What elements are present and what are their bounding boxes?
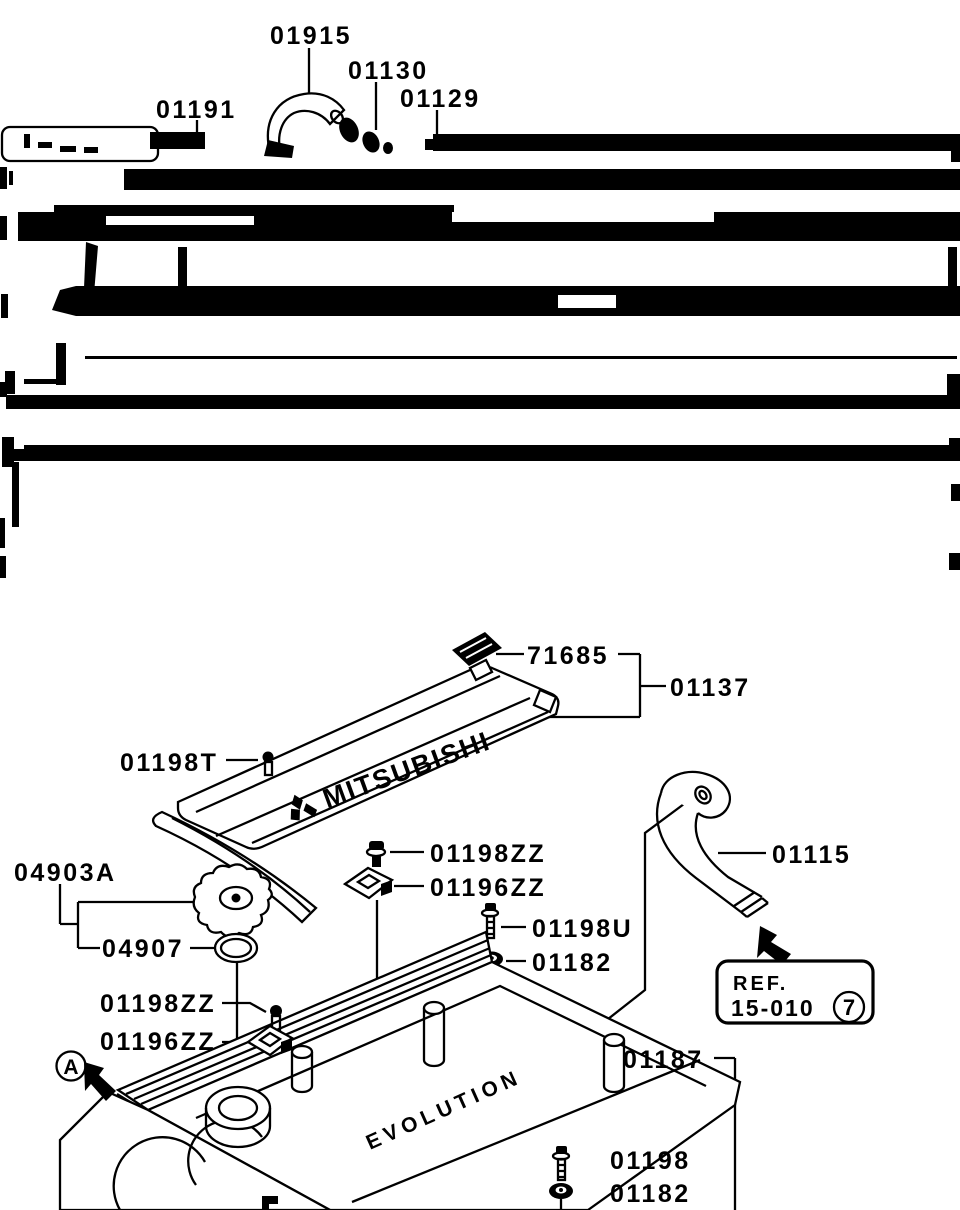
bolt-01198ZZ-center-drawing: [365, 841, 387, 867]
callout-04907: 04907: [102, 935, 184, 963]
ref-badge-circle-icon: [832, 990, 866, 1024]
callout-01191: 01191: [156, 96, 237, 124]
callout-01137: 01137: [670, 674, 751, 702]
view-marker-a-label: A: [63, 1056, 78, 1079]
callout-01182-bottom: 01182: [610, 1180, 691, 1208]
callout-01196ZZ-center: 01196ZZ: [430, 874, 546, 902]
view-marker-a: A: [55, 1050, 116, 1101]
hose-direction-arrow-icon: [757, 926, 791, 965]
callout-01130: 01130: [348, 57, 429, 85]
oil-filler-neck-drawing: [204, 1085, 272, 1149]
upper-cover-01137-drawing: MITSUBISHI: [176, 658, 560, 850]
o-ring-04907-drawing: [213, 932, 259, 964]
callout-71685: 71685: [527, 642, 609, 670]
callout-labels: 01191 01915 01130 01129 71685 01137 0119…: [14, 22, 851, 1208]
callout-01915: 01915: [270, 22, 352, 50]
washer-01182-bottom-drawing: [549, 1183, 573, 1210]
screw-01198T-drawing: [262, 751, 274, 777]
ref-box-line2: 15-010: [731, 995, 815, 1021]
ref-box-badge: 7: [843, 995, 855, 1020]
ref-box-line1: REF.: [733, 973, 788, 995]
grommet-01130-drawing: [339, 117, 393, 154]
callout-01196ZZ-left: 01196ZZ: [100, 1028, 216, 1056]
lower-cover-drawing: EVOLUTION: [58, 930, 742, 1210]
oil-filler-cap-04903A-drawing: [192, 863, 273, 938]
clamp-01196ZZ-center-drawing: [342, 866, 395, 900]
bolt-01198U-drawing: [480, 903, 500, 940]
callout-04903A: 04903A: [14, 859, 117, 887]
callout-01129: 01129: [400, 85, 481, 113]
bolt-01198-bottom-drawing: [551, 1146, 571, 1182]
callout-01115: 01115: [772, 841, 851, 869]
pcv-hose-01115-drawing: [655, 770, 791, 965]
scan-artifact-bars: [0, 125, 960, 578]
callout-01187: 01187: [623, 1046, 704, 1074]
view-direction-arrow-icon: [84, 1062, 116, 1101]
callout-01198T: 01198T: [120, 749, 218, 777]
callout-01182-mid: 01182: [532, 949, 613, 977]
callout-01198ZZ-center: 01198ZZ: [430, 840, 546, 868]
breather-hose-01915-drawing: [264, 92, 346, 158]
callout-01198-bottom: 01198: [610, 1147, 691, 1175]
callout-01198U: 01198U: [532, 915, 633, 943]
bolt-towers-drawing: [290, 1000, 626, 1094]
clamp-01196ZZ-left-drawing: [245, 1024, 295, 1057]
callout-01198ZZ-left: 01198ZZ: [100, 990, 216, 1018]
ref-box: REF. 15-010 7: [715, 959, 875, 1025]
emblem-plate-71685-drawing: [452, 632, 502, 666]
